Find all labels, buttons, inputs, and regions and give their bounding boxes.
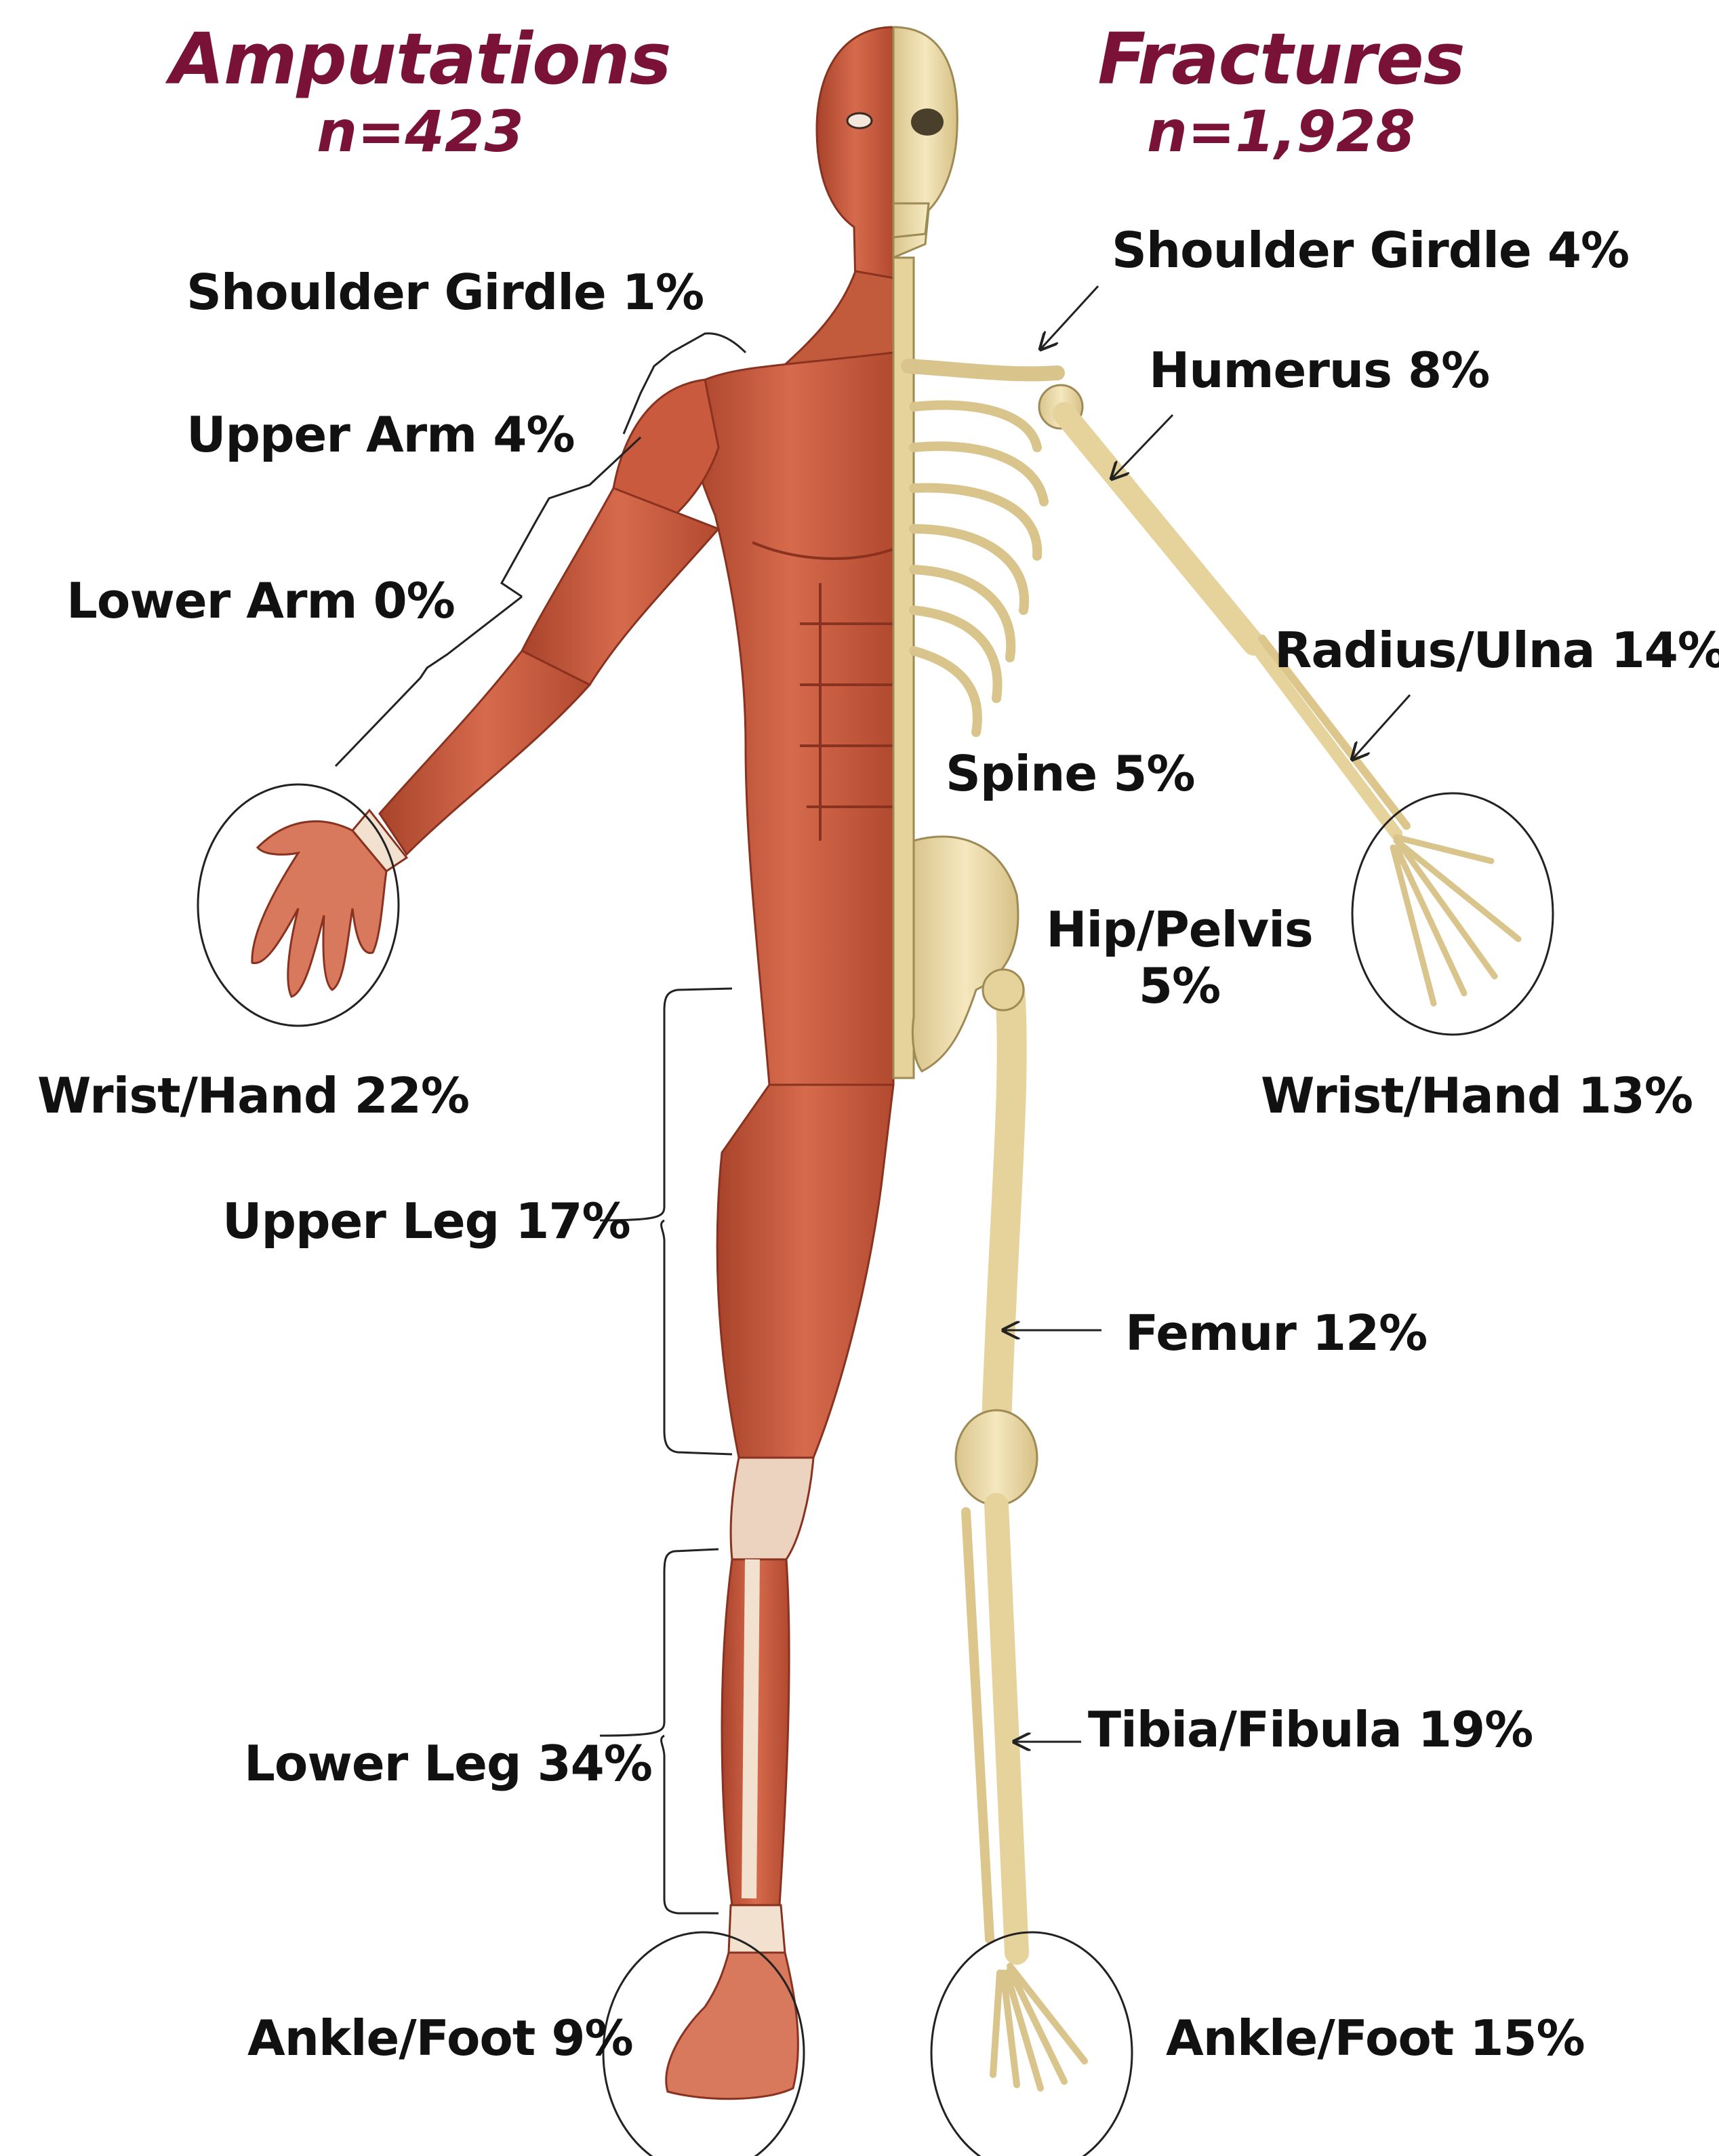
- amp-lower-arm-label: Lower Arm 0%: [66, 573, 455, 629]
- amputations-header: Amputations n=423: [136, 20, 705, 166]
- humerus: [1064, 414, 1254, 644]
- frac-spine-label: Spine 5%: [946, 746, 1194, 802]
- muscle-torso: [688, 353, 893, 1085]
- frac-hip-pelvis-name: Hip/Pelvis: [1044, 902, 1315, 958]
- fractures-header: Fractures n=1,928: [996, 20, 1566, 166]
- femur: [996, 990, 1012, 1424]
- eye: [847, 113, 872, 128]
- amp-upper-arm-label: Upper Arm 4%: [186, 407, 575, 463]
- muscle-hand: [252, 821, 386, 997]
- knee-bone: [956, 1410, 1037, 1505]
- muscle-head: [817, 27, 893, 292]
- bracket-lower-leg: [600, 1549, 719, 1913]
- arrow-shoulder-girdle: [1040, 286, 1098, 349]
- skull: [893, 27, 957, 258]
- fractures-count: n=1,928: [996, 98, 1566, 166]
- frac-femur-label: Femur 12%: [1125, 1305, 1427, 1361]
- frac-hip-pelvis-label: Hip/Pelvis 5%: [1044, 902, 1315, 1014]
- amputations-title: Amputations: [136, 20, 705, 98]
- arrow-humerus: [1112, 415, 1173, 479]
- frac-hip-pelvis-pct: 5%: [1044, 958, 1315, 1014]
- frac-radius-ulna-label: Radius/Ulna 14%: [1274, 622, 1719, 679]
- muscle-upper-arm: [522, 488, 719, 685]
- muscle-foot: [666, 1953, 798, 2099]
- fractures-title: Fractures: [996, 20, 1566, 98]
- hand-bones: [1393, 837, 1518, 1003]
- ribcage: [914, 405, 1044, 733]
- frac-tibia-fibula-label: Tibia/Fibula 19%: [1088, 1702, 1533, 1758]
- tibia: [996, 1505, 1017, 1953]
- circle-right-foot: [931, 1932, 1132, 2156]
- foot-bones: [993, 1966, 1085, 2088]
- frac-ankle-foot-label: Ankle/Foot 15%: [1166, 2010, 1585, 2067]
- clavicle: [908, 366, 1057, 374]
- amp-lower-leg-label: Lower Leg 34%: [244, 1736, 652, 1792]
- muscle-forearm: [380, 651, 590, 854]
- skeleton-half: [893, 27, 1518, 2088]
- arrow-radius-ulna: [1352, 695, 1410, 759]
- amp-shoulder-girdle-label: Shoulder Girdle 1%: [186, 264, 704, 321]
- muscle-ankle: [729, 1905, 785, 1953]
- amp-wrist-hand-label: Wrist/Hand 22%: [37, 1068, 469, 1124]
- amp-ankle-foot-label: Ankle/Foot 9%: [247, 2010, 633, 2067]
- fibula: [966, 1512, 990, 1939]
- amp-upper-leg-label: Upper Leg 17%: [222, 1193, 630, 1250]
- amputations-count: n=423: [136, 98, 705, 166]
- frac-humerus-label: Humerus 8%: [1149, 342, 1489, 399]
- frac-wrist-hand-label: Wrist/Hand 13%: [1261, 1068, 1693, 1124]
- muscle-knee: [731, 1458, 813, 1559]
- muscle-thigh: [717, 1085, 893, 1458]
- spine: [893, 258, 914, 1078]
- frac-shoulder-girdle-label: Shoulder Girdle 4%: [1112, 222, 1629, 279]
